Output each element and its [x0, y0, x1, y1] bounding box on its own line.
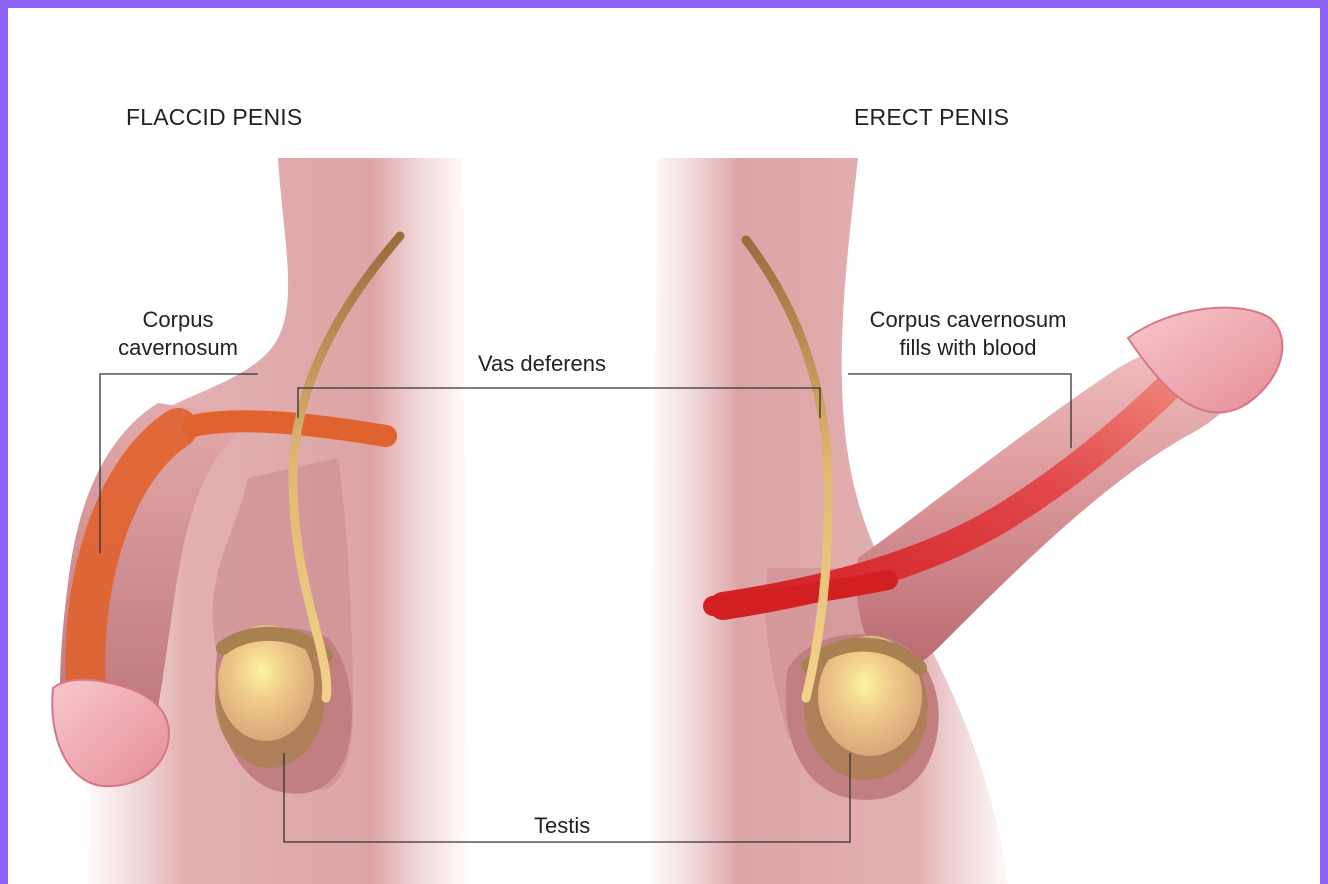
- label-corpus-left-line2: cavernosum: [98, 334, 258, 362]
- label-corpus-right-line1: Corpus cavernosum: [838, 306, 1098, 334]
- heading-flaccid: FLACCID PENIS: [126, 103, 302, 131]
- diagram-canvas: FLACCID PENIS ERECT PENIS Corpus caverno…: [8, 8, 1320, 884]
- anatomy-illustration: [8, 8, 1320, 884]
- heading-erect: ERECT PENIS: [854, 103, 1009, 131]
- label-corpus-right-line2: fills with blood: [838, 334, 1098, 362]
- label-corpus-cavernosum-left: Corpus cavernosum: [98, 306, 258, 362]
- label-vas-deferens: Vas deferens: [478, 350, 606, 378]
- label-testis: Testis: [534, 812, 590, 840]
- label-corpus-left-line1: Corpus: [98, 306, 258, 334]
- label-corpus-cavernosum-right: Corpus cavernosum fills with blood: [838, 306, 1098, 362]
